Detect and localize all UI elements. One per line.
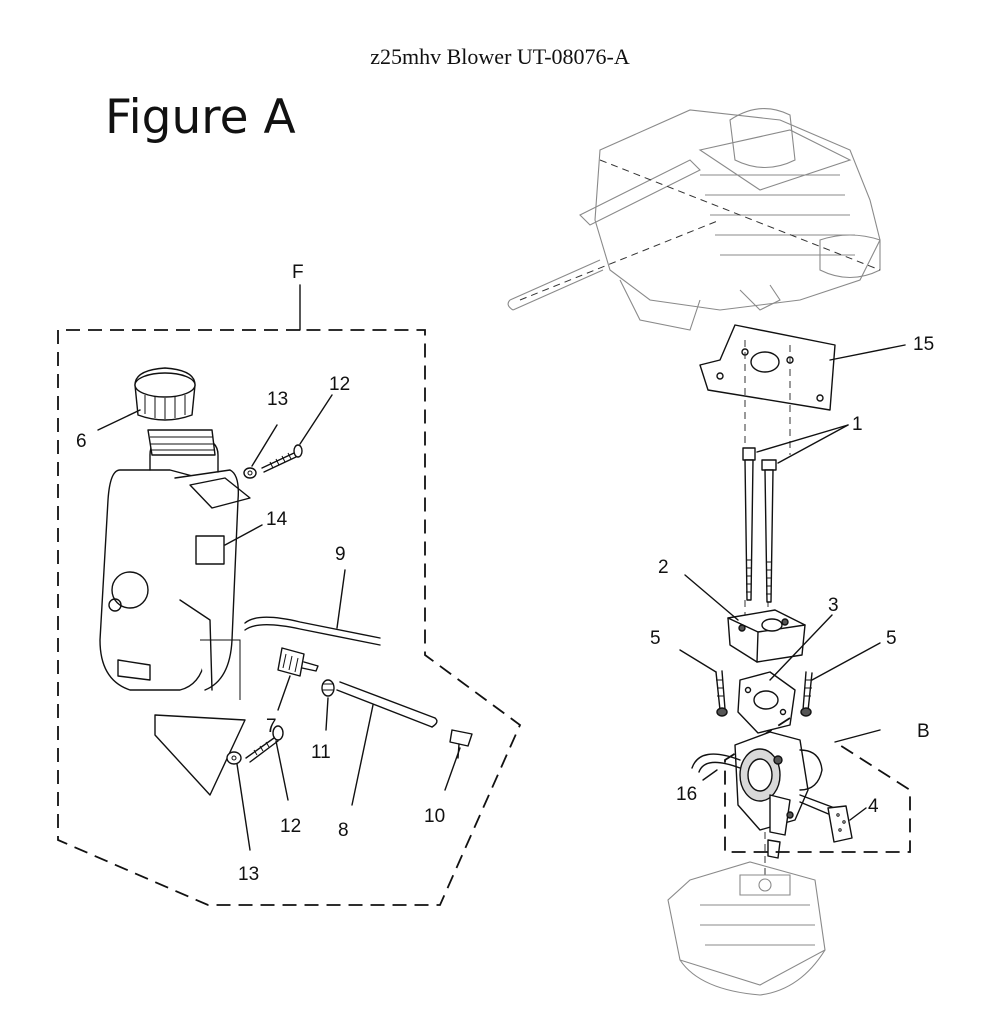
callout-12-bottom: 12 (280, 816, 301, 837)
callout-7: 7 (266, 716, 277, 737)
long-bolts (742, 447, 777, 603)
callout-10: 10 (424, 806, 445, 827)
washer-bottom (226, 751, 242, 765)
engine-assembly (507, 108, 881, 331)
fuel-tank-group-boundary (57, 284, 522, 906)
carburetor-gasket (737, 671, 796, 734)
screw-right (800, 671, 813, 717)
check-valve (449, 729, 473, 759)
group-label-b: B (917, 721, 930, 742)
figure-label: Figure A (105, 90, 296, 145)
callout-9: 9 (335, 544, 346, 565)
callout-13-top: 13 (267, 389, 288, 410)
fuel-cap (134, 367, 196, 421)
screw-top (261, 444, 303, 473)
washer-top (243, 467, 257, 479)
document-title: z25mhv Blower UT-08076-A (370, 44, 630, 69)
fuel-filter (277, 647, 319, 677)
screw-bottom (245, 725, 284, 763)
callout-5-left: 5 (650, 628, 661, 649)
filler-neck (147, 429, 216, 456)
callout-16: 16 (676, 784, 697, 805)
callout-13-bottom: 13 (238, 864, 259, 885)
callout-3: 3 (828, 595, 839, 616)
tank-label (195, 535, 225, 565)
choke-lever (827, 805, 853, 843)
fuel-hose (339, 681, 436, 719)
callout-6: 6 (76, 431, 87, 452)
screw-left (715, 670, 728, 717)
callout-1: 1 (852, 414, 863, 435)
callout-5-right: 5 (886, 628, 897, 649)
carburetor-fuel-line (691, 753, 741, 769)
callout-2: 2 (658, 557, 669, 578)
air-cleaner-base (667, 861, 826, 996)
carburetor-group-boundary (724, 717, 911, 853)
carburetor (734, 731, 841, 859)
callout-15: 15 (913, 334, 934, 355)
callout-4: 4 (868, 796, 879, 817)
grommet (321, 679, 335, 697)
callout-12-top: 12 (329, 374, 350, 395)
callout-11: 11 (311, 742, 331, 763)
callout-14: 14 (266, 509, 288, 530)
group-label-f: F (292, 262, 304, 283)
fuel-tank (99, 437, 251, 796)
callout-8: 8 (338, 820, 349, 841)
fuel-line-return (244, 616, 381, 639)
insulator-block (727, 609, 806, 663)
gasket (699, 324, 836, 411)
